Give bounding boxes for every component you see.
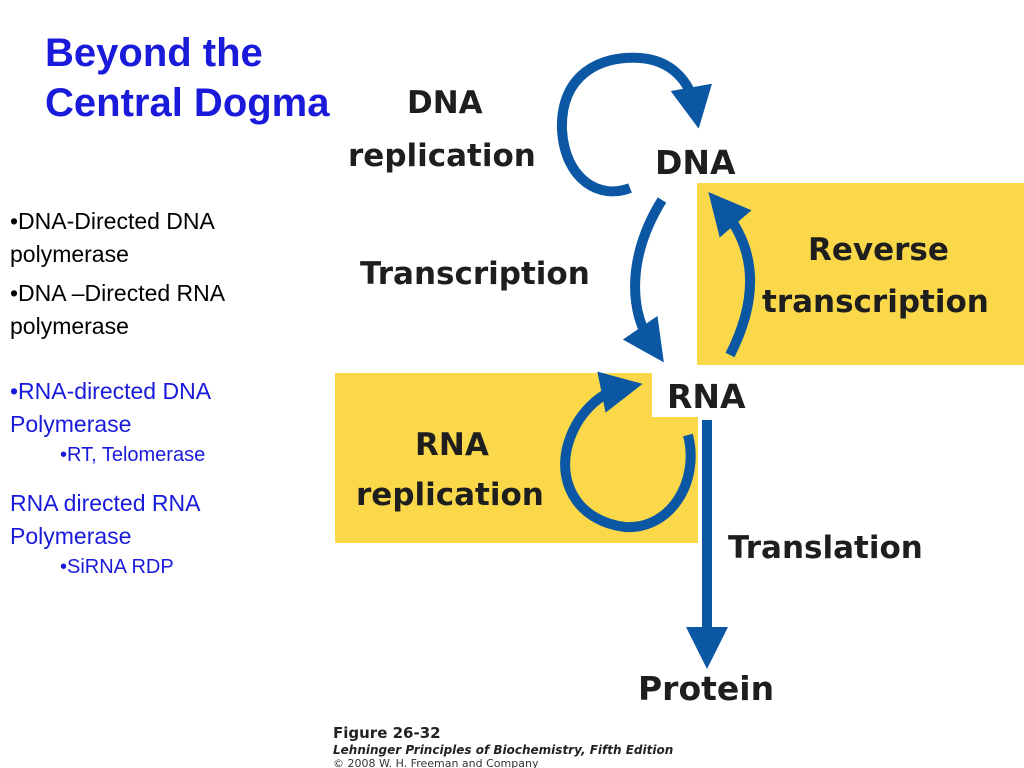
reverse-transcription-label-line-2: transcription (762, 284, 989, 320)
rna-replication-label-line-2: replication (356, 477, 544, 513)
rna-replication-loop-arrow (560, 371, 696, 533)
dna-replication-loop-arrow (556, 52, 712, 197)
transcription-arrow (622, 197, 667, 363)
bullet-rna-directed-dna: •RNA-directed DNA Polymerase (10, 378, 210, 437)
rna-replication-label-line-1: RNA (415, 427, 489, 463)
sub-bullet-sirna-rdp: •SiRNA RDP (60, 556, 174, 578)
bullet-dna-directed-rna: •DNA –Directed RNA polymerase (10, 280, 224, 339)
reverse-transcription-label-line-1: Reverse (808, 232, 949, 268)
translation-label: Translation (728, 530, 923, 566)
protein-node-label: Protein (638, 669, 774, 708)
sub-bullet-rt-telomerase: •RT, Telomerase (60, 444, 206, 466)
transcription-label: Transcription (360, 256, 590, 292)
rna-replication-highlight (335, 373, 698, 543)
bullet-dna-directed-dna: •DNA-Directed DNA polymerase (10, 208, 214, 267)
title-line-2: Central Dogma (45, 81, 330, 125)
slide-title: Beyond the Central Dogma (45, 28, 330, 128)
reverse-transcription-arrow (708, 192, 756, 358)
bullet-list: •DNA-Directed DNA polymerase •DNA –Direc… (10, 205, 300, 581)
rna-node-label: RNA (667, 377, 746, 416)
figure-number: Figure 26-32 (333, 724, 441, 742)
book-title: Lehninger Principles of Biochemistry, Fi… (333, 743, 673, 757)
dna-replication-label-line-1: DNA (407, 85, 483, 121)
title-line-1: Beyond the (45, 31, 263, 75)
rna-label-backdrop (652, 365, 767, 417)
dna-replication-label-line-2: replication (348, 138, 536, 174)
dna-node-label: DNA (655, 143, 736, 182)
copyright-notice: © 2008 W. H. Freeman and Company (333, 757, 539, 768)
bullet-rna-directed-rna: RNA directed RNA Polymerase (10, 490, 200, 549)
